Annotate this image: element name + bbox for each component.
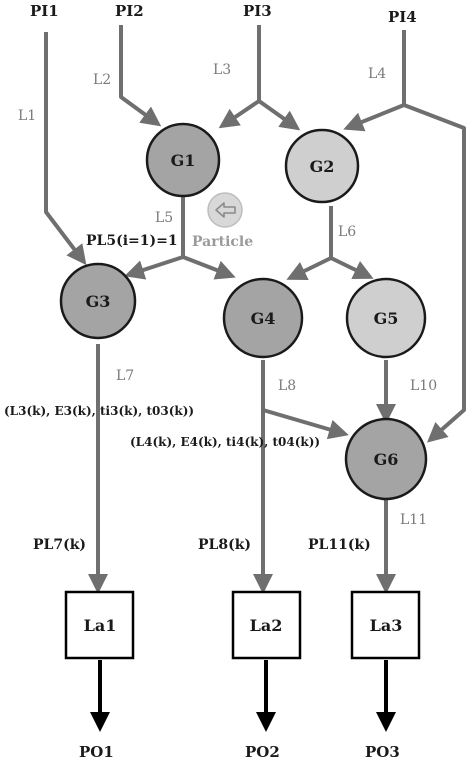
input-pi4-label: PI4	[388, 8, 417, 26]
gate-g6	[344, 417, 428, 501]
input-pi1-label: PI1	[30, 2, 59, 20]
latch-la1-label: La1	[84, 616, 117, 635]
particle: Particle	[192, 192, 253, 250]
line-labels: L1 L2 L3 L4 L5 L6 L7 L8 L10 L11	[18, 62, 437, 528]
wire-l5-to-g4	[182, 255, 236, 280]
gate-g2-label: G2	[310, 157, 335, 176]
gate-g5-label: G5	[374, 309, 399, 328]
gate-g1	[145, 122, 221, 198]
output-wires	[90, 660, 396, 732]
wire-l8-to-g6	[262, 408, 349, 440]
latch-la3	[350, 590, 421, 660]
wire-l3-to-g2	[257, 99, 301, 131]
wire-l2	[119, 25, 162, 127]
gate-g6-label: G6	[374, 450, 399, 469]
wire-l6-to-g5	[330, 256, 374, 279]
latch-la2	[231, 590, 302, 660]
line-l3-label: L3	[213, 62, 231, 78]
wire-l1	[44, 32, 87, 266]
io-labels: PI1 PI2 PI3 PI4 PO1 PO2 PO3	[30, 2, 417, 761]
gate-g3	[59, 262, 137, 340]
tuple-l3-label: (L3(k), E3(k), ti3(k), t03(k))	[4, 404, 194, 418]
pl8-label: PL8(k)	[198, 537, 251, 553]
pl7-label: PL7(k)	[33, 537, 86, 553]
output-po3-label: PO3	[365, 743, 400, 761]
line-l8-label: L8	[278, 378, 296, 394]
output-po1-label: PO1	[79, 743, 114, 761]
wire-l3-to-g1	[218, 99, 261, 129]
annotations: PL5(i=1)=1 (L3(k), E3(k), ti3(k), t03(k)…	[4, 233, 371, 553]
line-l1-label: L1	[18, 108, 36, 124]
output-po2-label: PO2	[245, 743, 280, 761]
gate-g3-label: G3	[86, 292, 111, 311]
input-pi3-label: PI3	[243, 2, 272, 20]
gate-labels: G1 G2 G3 G4 G5 G6	[86, 151, 399, 469]
latch-labels: La1 La2 La3	[84, 616, 403, 635]
particle-circle	[207, 192, 243, 228]
left-arrow-icon	[215, 202, 236, 218]
gate-g5	[345, 277, 427, 359]
input-pi2-label: PI2	[115, 2, 144, 20]
gates	[59, 122, 428, 501]
line-l10-label: L10	[410, 378, 437, 394]
latch-la1	[64, 590, 135, 660]
latch-la3-label: La3	[370, 616, 403, 635]
wire-l6-to-g4	[286, 256, 332, 280]
pl11-label: PL11(k)	[308, 537, 371, 553]
line-l2-label: L2	[93, 72, 111, 88]
line-l7-label: L7	[116, 368, 134, 384]
wire-l4-to-g2	[343, 103, 405, 132]
gate-g2	[284, 128, 360, 204]
wire-l4-to-g6	[403, 103, 466, 443]
latch-la2-label: La2	[250, 616, 283, 635]
line-l6-label: L6	[338, 224, 356, 240]
line-l4-label: L4	[368, 66, 386, 82]
wire-l5-to-g3	[124, 255, 184, 280]
gate-g4-label: G4	[251, 309, 276, 328]
line-l5-label: L5	[155, 210, 173, 226]
wires	[44, 25, 466, 594]
line-l11-label: L11	[400, 512, 427, 528]
tuple-l4-label: (L4(k), E4(k), ti4(k), t04(k))	[130, 435, 320, 449]
gate-g1-label: G1	[171, 151, 196, 170]
latches	[64, 590, 421, 660]
pl5-label: PL5(i=1)=1	[86, 233, 178, 249]
gate-g4	[222, 277, 304, 359]
particle-label: Particle	[192, 234, 253, 250]
